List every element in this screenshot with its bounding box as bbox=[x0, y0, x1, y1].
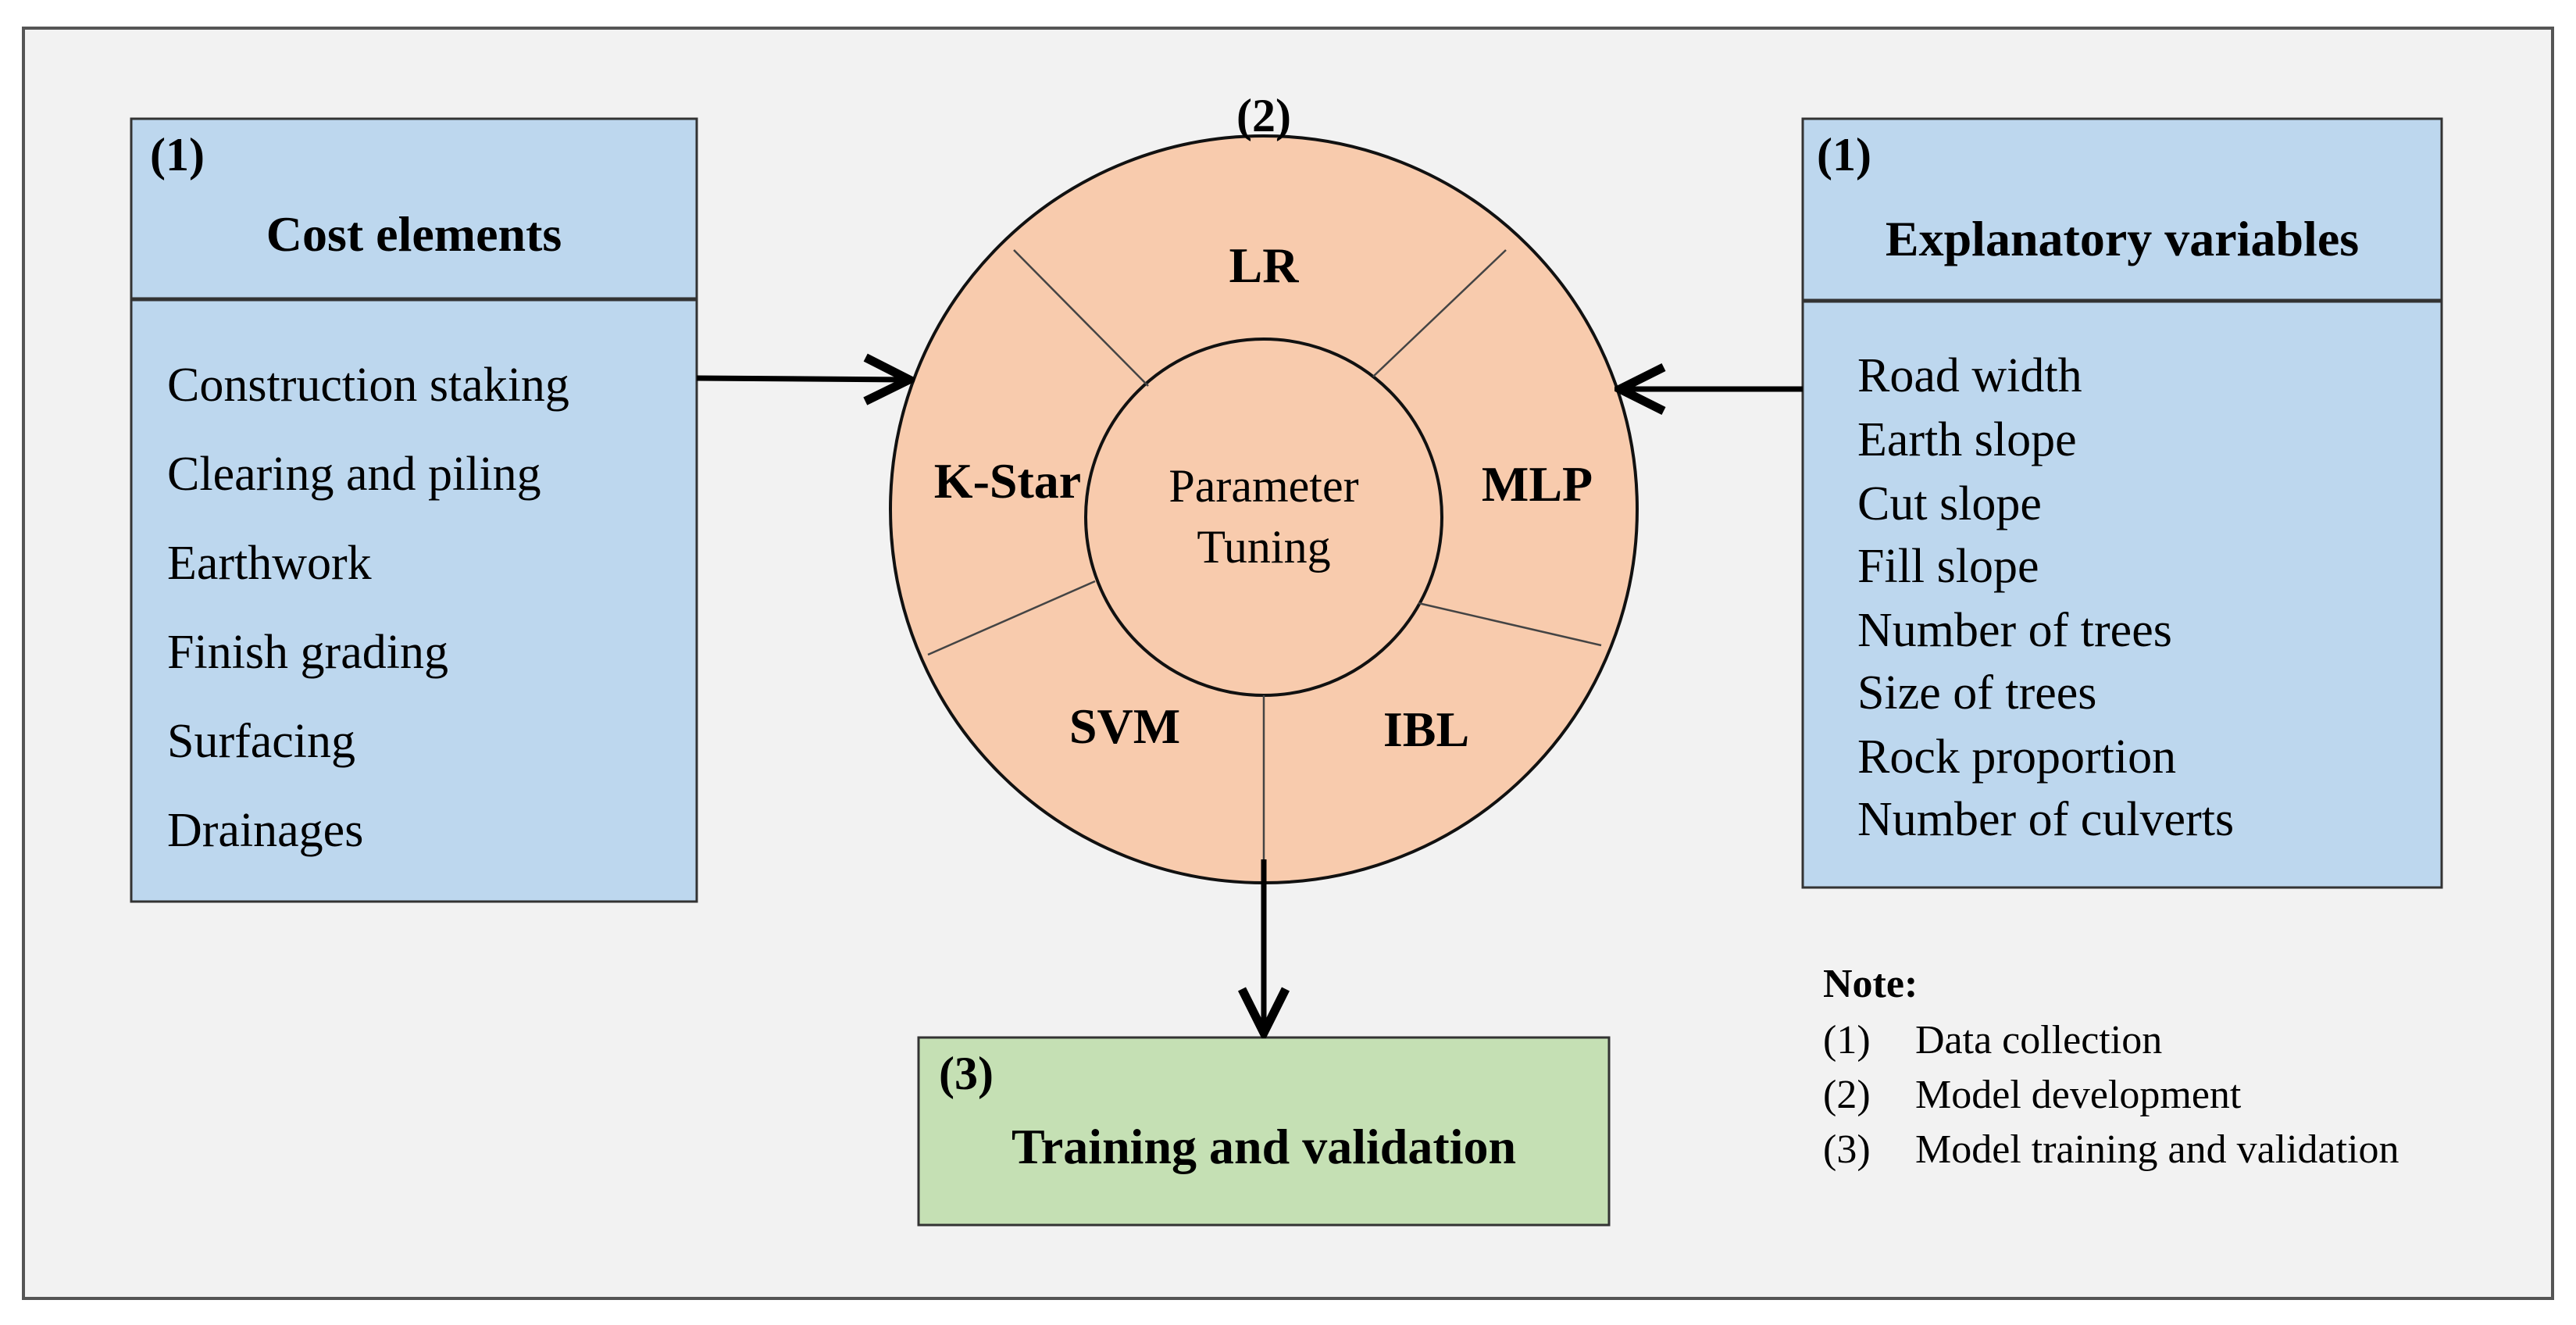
divider-kstar-svm bbox=[927, 580, 1096, 656]
note-item-text: Model development bbox=[1915, 1073, 2242, 1117]
explanatory-variable-item: Size of trees bbox=[1857, 666, 2097, 720]
explanatory-variable-item: Cut slope bbox=[1857, 477, 2042, 530]
explanatory-variables-title: Explanatory variables bbox=[1885, 211, 2360, 266]
cost-element-item: Earthwork bbox=[167, 537, 372, 590]
explanatory-variable-item: Earth slope bbox=[1857, 413, 2077, 466]
note-title: Note: bbox=[1823, 962, 1918, 1006]
explanatory-variable-item: Road width bbox=[1857, 349, 2082, 402]
segment-label-ibl: IBL bbox=[1383, 702, 1470, 757]
cost-element-item: Drainages bbox=[167, 804, 364, 857]
note-item-number: (1) bbox=[1823, 1018, 1871, 1062]
training-validation-box bbox=[917, 1036, 1611, 1227]
training-validation-step-number: (3) bbox=[939, 1048, 994, 1099]
cost-elements-title: Cost elements bbox=[266, 206, 562, 262]
segment-label-lr: LR bbox=[1229, 238, 1299, 293]
segment-label-svm: SVM bbox=[1069, 698, 1181, 754]
cost-element-item: Construction staking bbox=[167, 359, 569, 412]
cost-elements-header-box bbox=[130, 117, 698, 300]
note-item-text: Model training and validation bbox=[1915, 1127, 2399, 1172]
note-item: (2) Model development bbox=[1823, 1075, 2241, 1116]
divider-mlp-ibl bbox=[1418, 602, 1602, 647]
explanatory-variable-item: Number of trees bbox=[1857, 604, 2172, 657]
explanatory-variables-body-box bbox=[1801, 300, 2443, 889]
note-item: (1) Data collection bbox=[1823, 1020, 2162, 1061]
cost-element-item: Surfacing bbox=[167, 715, 356, 768]
note-item: (3) Model training and validation bbox=[1823, 1130, 2399, 1170]
note-item-text: Data collection bbox=[1915, 1018, 2163, 1062]
parameter-tuning-circle bbox=[1084, 338, 1443, 697]
cost-elements-body-box bbox=[130, 298, 698, 903]
cost-element-item: Clearing and piling bbox=[167, 448, 541, 501]
segment-label-mlp: MLP bbox=[1481, 456, 1593, 512]
divider-lr-mlp bbox=[1372, 249, 1507, 377]
arrow-cost-to-model bbox=[696, 378, 909, 380]
explanatory-variable-item: Number of culverts bbox=[1857, 793, 2235, 846]
model-development-step-number: (2) bbox=[1236, 90, 1291, 141]
parameter-tuning-line1: Parameter bbox=[1168, 460, 1359, 512]
explanatory-variables-header-box bbox=[1801, 117, 2443, 302]
cost-element-item: Finish grading bbox=[167, 626, 448, 679]
training-validation-title: Training and validation bbox=[1011, 1119, 1517, 1174]
note-item-number: (2) bbox=[1823, 1073, 1871, 1117]
parameter-tuning-line2: Tuning bbox=[1197, 521, 1331, 573]
cost-elements-step-number: (1) bbox=[150, 129, 205, 180]
explanatory-variable-item: Rock proportion bbox=[1857, 730, 2177, 784]
note-item-number: (3) bbox=[1823, 1127, 1871, 1172]
divider-lr-kstar bbox=[1013, 249, 1149, 387]
segment-label-kstar: K-Star bbox=[933, 453, 1082, 509]
explanatory-variable-item: Fill slope bbox=[1857, 540, 2039, 593]
explanatory-variables-step-number: (1) bbox=[1817, 129, 1871, 180]
